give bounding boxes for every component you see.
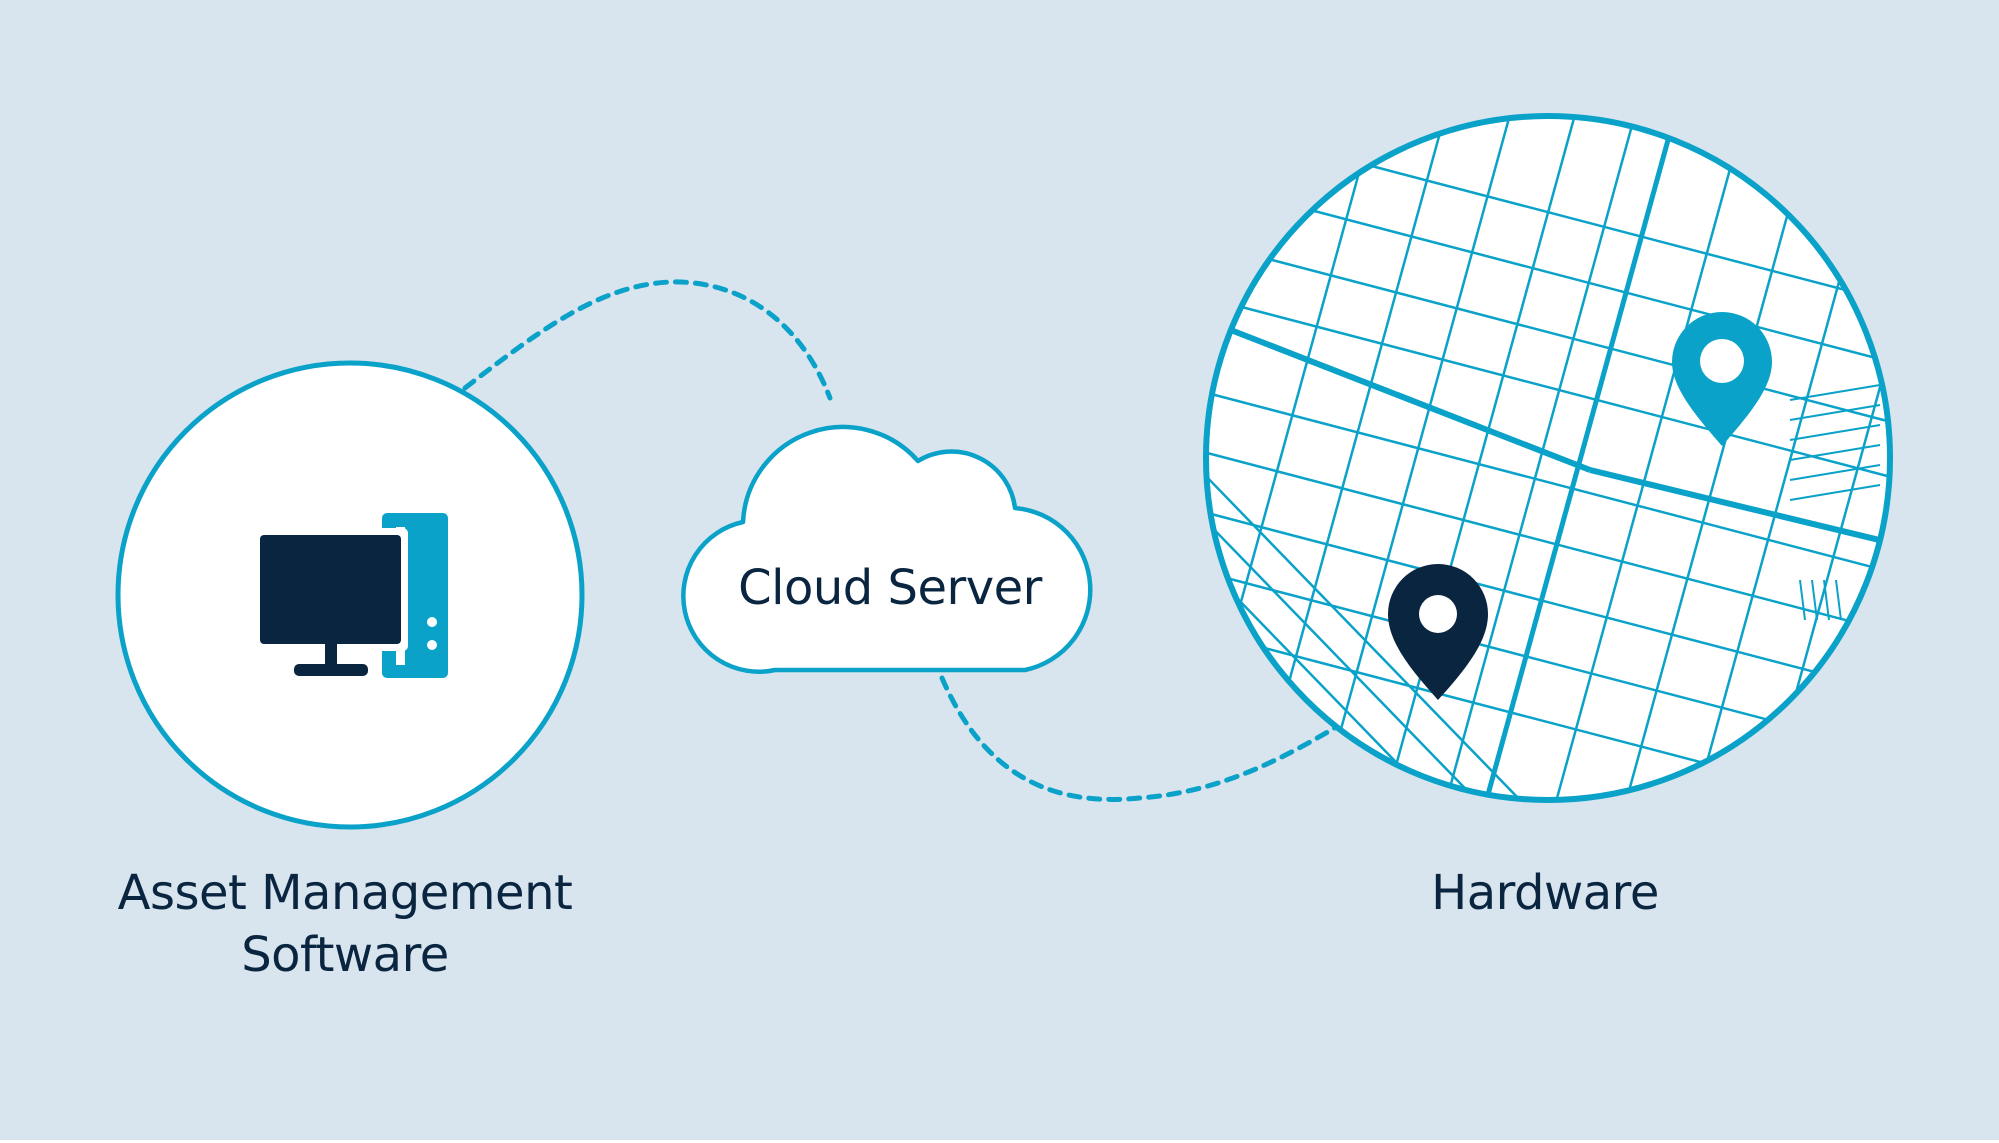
hardware-node-border [1203,113,1893,803]
map-street [1789,384,1881,401]
map-street [1208,469,1521,798]
map-street [1789,404,1881,421]
location-pin-icon [1388,564,1488,700]
desktop-computer-icon [253,513,448,678]
map-street [1208,436,1888,652]
map-street [1589,467,1888,548]
cloud-icon [681,424,1093,674]
map-street [1208,281,1888,497]
bottom-divider [0,1140,1999,1143]
map-street [1428,118,1652,798]
map-street [1789,444,1881,461]
software-label: Asset Management Software [45,862,645,986]
map-street [1538,118,1762,798]
map-street [1303,118,1527,798]
map-street [1789,424,1881,441]
map-street [1208,315,1592,473]
map-street [1208,376,1888,592]
location-pin-icon [1672,312,1772,446]
map-street [1208,226,1888,442]
connector-cloud-hardware [939,675,1341,802]
map-street [1799,579,1806,621]
map-street [1835,579,1842,621]
map-street [1823,579,1830,621]
map-street [1467,118,1693,798]
software-label-line2: Software [241,927,449,983]
hardware-label: Hardware [1431,865,1659,921]
connector-software-cloud [462,279,833,401]
map-street [1208,559,1521,798]
map-street [1789,484,1881,501]
map-street [1208,118,1392,798]
cloud-server-label: Cloud Server [738,560,1042,616]
map-street [1811,579,1818,621]
map-street [1789,464,1881,481]
software-label-line1: Asset Management [117,865,573,921]
